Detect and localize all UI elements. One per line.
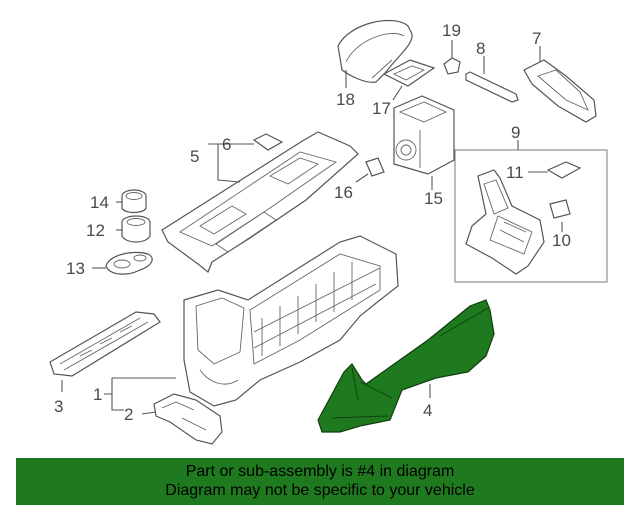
banner-line-1: Part or sub-assembly is #4 in diagram bbox=[185, 463, 455, 480]
part-13-mat[interactable] bbox=[105, 251, 153, 275]
part-7-side-trim[interactable] bbox=[523, 59, 597, 123]
callout-4[interactable]: 4 bbox=[423, 401, 432, 420]
callout-16[interactable]: 16 bbox=[334, 183, 353, 202]
part-18-armrest-lid[interactable] bbox=[337, 19, 413, 83]
callout-5[interactable]: 5 bbox=[190, 147, 199, 166]
part-10-clip[interactable] bbox=[549, 199, 571, 219]
callout-13[interactable]: 13 bbox=[66, 259, 85, 278]
part-14-cup-insert[interactable] bbox=[121, 189, 147, 214]
part-5-console-top[interactable] bbox=[161, 131, 359, 273]
callout-7[interactable]: 7 bbox=[532, 29, 541, 48]
part-8-rod[interactable] bbox=[465, 71, 519, 103]
callout-8[interactable]: 8 bbox=[476, 39, 485, 58]
part-19-clip[interactable] bbox=[443, 57, 461, 75]
info-banner: Part or sub-assembly is #4 in diagram Di… bbox=[16, 458, 624, 505]
part-15-bin[interactable] bbox=[393, 95, 455, 175]
part-16-clip[interactable] bbox=[365, 157, 385, 177]
part-4-side-panel-highlighted[interactable] bbox=[317, 299, 495, 433]
callout-6[interactable]: 6 bbox=[222, 135, 231, 154]
part-11-pad[interactable] bbox=[546, 161, 582, 179]
callout-18[interactable]: 18 bbox=[336, 90, 355, 109]
callout-11[interactable]: 11 bbox=[506, 163, 524, 182]
callout-3[interactable]: 3 bbox=[54, 397, 63, 416]
callout-2[interactable]: 2 bbox=[124, 405, 133, 424]
callout-1[interactable]: 1 bbox=[93, 385, 102, 404]
part-12-cup-ring[interactable] bbox=[121, 215, 151, 243]
part-1-console-frame[interactable] bbox=[183, 235, 399, 407]
part-3-side-rail[interactable] bbox=[49, 311, 161, 377]
part-17-pad[interactable] bbox=[382, 59, 436, 87]
callout-10[interactable]: 10 bbox=[552, 231, 571, 250]
part-9-bracket[interactable] bbox=[465, 169, 545, 275]
part-6-pad[interactable] bbox=[252, 133, 284, 151]
callout-17[interactable]: 17 bbox=[372, 99, 391, 118]
banner-line-2: Diagram may not be specific to your vehi… bbox=[165, 482, 475, 499]
callout-14[interactable]: 14 bbox=[90, 193, 109, 212]
callout-19[interactable]: 19 bbox=[442, 21, 461, 40]
part-2-bracket[interactable] bbox=[153, 393, 223, 445]
callout-15[interactable]: 15 bbox=[424, 189, 443, 208]
part-9-group-box bbox=[454, 149, 608, 283]
callout-12[interactable]: 12 bbox=[86, 221, 105, 240]
callout-9[interactable]: 9 bbox=[511, 123, 520, 142]
